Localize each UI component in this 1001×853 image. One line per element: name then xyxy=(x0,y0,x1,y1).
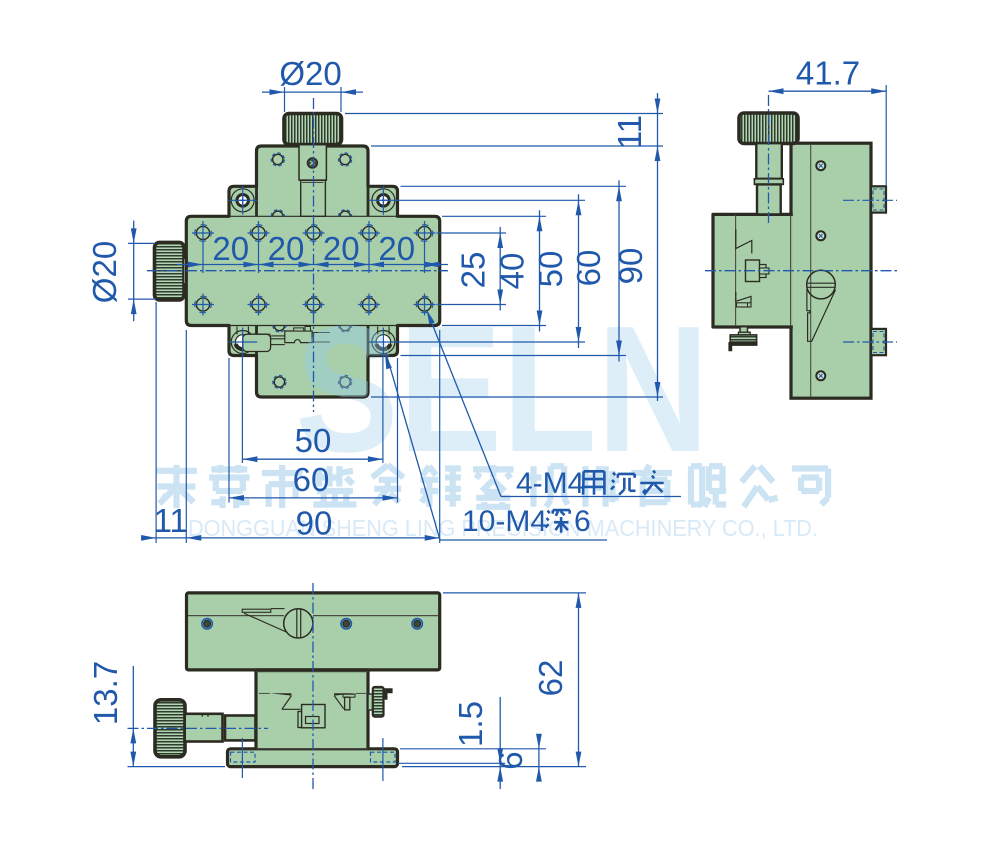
svg-text:1.5: 1.5 xyxy=(452,701,489,747)
svg-text:90: 90 xyxy=(612,248,649,285)
svg-text:11: 11 xyxy=(611,115,648,149)
svg-text:6: 6 xyxy=(574,505,591,538)
svg-text:20: 20 xyxy=(323,230,360,267)
svg-text:40: 40 xyxy=(494,253,531,290)
svg-text:50: 50 xyxy=(532,251,569,288)
svg-text:50: 50 xyxy=(295,422,332,459)
svg-text:60: 60 xyxy=(570,250,607,287)
svg-text:41.7: 41.7 xyxy=(796,55,860,92)
svg-text:20: 20 xyxy=(378,230,415,267)
svg-text:90: 90 xyxy=(296,505,333,542)
svg-text:11: 11 xyxy=(154,502,188,539)
svg-text:13.7: 13.7 xyxy=(87,661,124,725)
svg-text:6: 6 xyxy=(492,751,529,769)
svg-text:20: 20 xyxy=(212,230,249,267)
svg-text:10-M4: 10-M4 xyxy=(462,505,547,538)
svg-text:60: 60 xyxy=(293,461,330,498)
svg-text:20: 20 xyxy=(268,230,305,267)
svg-text:Ø20: Ø20 xyxy=(279,55,341,92)
svg-text:Ø20: Ø20 xyxy=(86,241,123,303)
svg-text:62: 62 xyxy=(532,660,569,697)
svg-text:4-M4: 4-M4 xyxy=(516,467,584,500)
svg-text:25: 25 xyxy=(455,252,492,289)
svg-text:DONGGUAN SHENG LING PRECISION: DONGGUAN SHENG LING PRECISION MACHINERY … xyxy=(188,515,818,541)
